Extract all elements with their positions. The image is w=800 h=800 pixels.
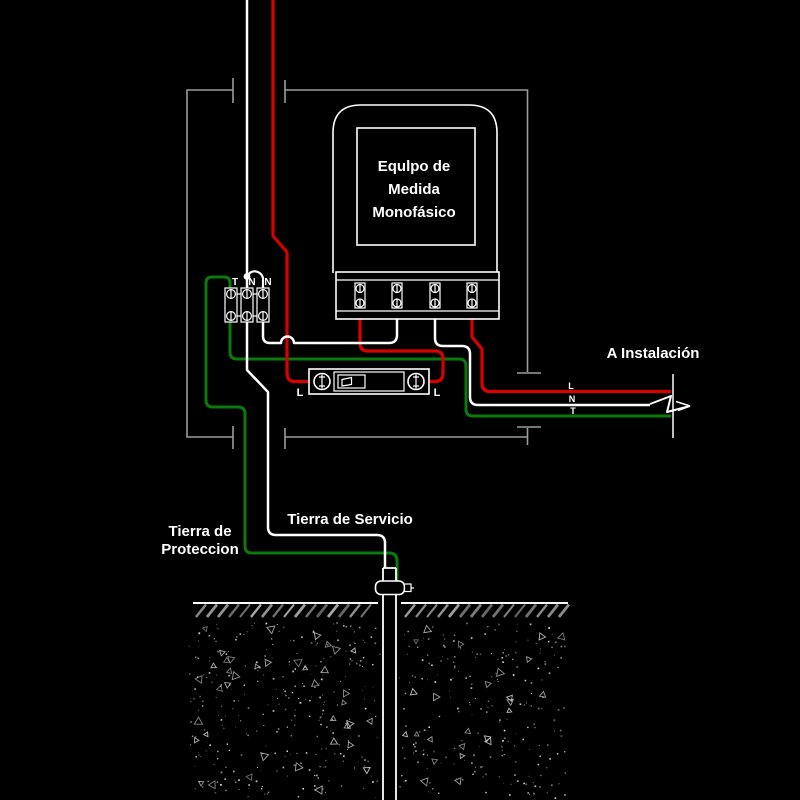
- earth-stipple: [188, 622, 566, 799]
- breaker-label-right: L: [434, 387, 441, 399]
- meter-terminal-strip: [335, 271, 500, 320]
- phase-in-wire: [271, 0, 314, 384]
- block-column-n1: [240, 287, 254, 323]
- ground-to-installation-wire: [228, 320, 671, 418]
- surface-hatch: [194, 603, 571, 618]
- ground-protection-wire: [204, 275, 399, 582]
- installation-title: A Instalación: [607, 345, 700, 362]
- meter-label-line3: Monofásico: [372, 204, 455, 221]
- meter-display: [356, 127, 476, 246]
- breaker-label-left: L: [297, 387, 304, 399]
- tierra-proteccion-label-line1: Tierra de: [168, 523, 231, 540]
- meter-terminal-4: [466, 282, 478, 309]
- tierra-proteccion-label-line2: Proteccion: [161, 541, 239, 558]
- meter-label-line2: Medida: [388, 181, 440, 198]
- breaker: L L: [297, 368, 441, 399]
- block-column-t: [224, 287, 238, 323]
- breaker-terminal-left: [313, 372, 331, 391]
- phase-to-installation-wire: [470, 306, 671, 394]
- installation-break-arrow: [649, 374, 691, 438]
- wire-label-t: T: [570, 406, 576, 416]
- rod-clamp: [374, 580, 414, 596]
- wire-label-l: L: [568, 381, 574, 391]
- breaker-switch: [333, 371, 405, 392]
- neutral-block-to-meter-wire: [261, 306, 399, 345]
- installation-labels: A Instalación L N T: [568, 345, 699, 416]
- junction-dot: [243, 273, 251, 280]
- breaker-terminal-right: [407, 372, 425, 391]
- phase-meter-to-breaker-wire: [358, 306, 445, 384]
- wire-label-n: N: [569, 394, 576, 404]
- meter-terminal-2: [391, 282, 403, 309]
- meter-label-line1: Equlpo de: [378, 158, 451, 175]
- ground-rod: [374, 567, 414, 800]
- neutral-jumper: [243, 270, 265, 290]
- block-column-n2: [256, 287, 270, 323]
- enclosure-box: [186, 78, 541, 449]
- block-label-n1: N: [248, 277, 255, 288]
- ground-labels: Tierra de Servicio Tierra de Proteccion: [161, 511, 413, 558]
- tierra-servicio-label: Tierra de Servicio: [287, 511, 413, 528]
- meter-body: Equlpo de Medida Monofásico: [332, 104, 498, 273]
- neutral-meter-to-installation-wire: [433, 306, 650, 407]
- block-label-n2: N: [264, 277, 271, 288]
- meter-terminal-1: [354, 282, 366, 309]
- meter-terminal-3: [429, 282, 441, 309]
- neutral-in-service-ground-wire: [245, 0, 387, 569]
- block-label-t: T: [232, 277, 238, 288]
- service-terminal-block: T N N: [224, 277, 272, 323]
